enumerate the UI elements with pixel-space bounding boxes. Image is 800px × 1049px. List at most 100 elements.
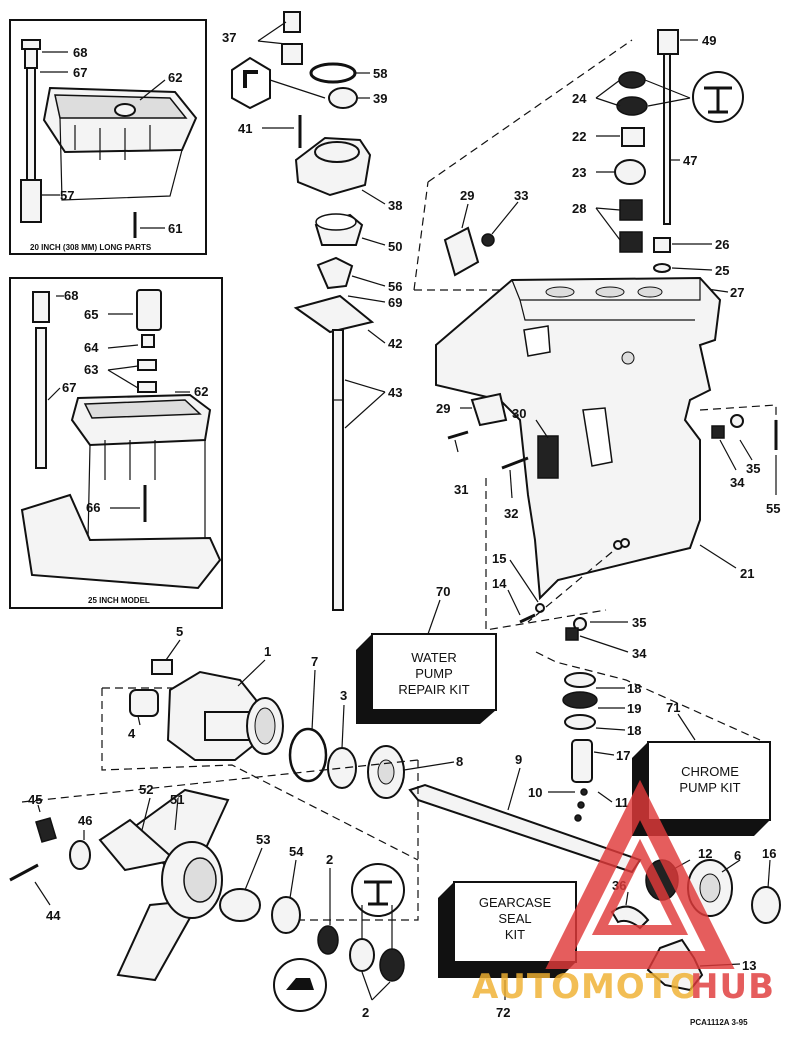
callout-27: 27	[730, 285, 744, 300]
inset-25-caption: 25 INCH MODEL	[88, 596, 150, 605]
inset-20-inch: 68 67 62 57 61 20 INCH (308 MM) LONG PAR…	[9, 19, 207, 255]
callout-57: 57	[60, 188, 74, 203]
callout-52: 52	[139, 782, 153, 797]
callout-66: 66	[86, 500, 100, 515]
callout-65: 65	[84, 307, 98, 322]
water-pump-kit-line3: REPAIR KIT	[398, 682, 469, 697]
callout-33: 33	[514, 188, 528, 203]
callout-2: 2	[326, 852, 333, 867]
pinion-assembly: 18 19 18 17	[535, 651, 761, 783]
gearcase-seal-kit-line2: SEAL	[498, 911, 531, 926]
callout-47: 47	[683, 153, 697, 168]
chrome-pump-kit-box: 71 CHROME PUMP KIT	[632, 700, 771, 836]
callout-32: 32	[504, 506, 518, 521]
callout-62: 62	[168, 70, 182, 85]
callout-2: 2	[362, 1005, 369, 1020]
callout-31: 31	[454, 482, 468, 497]
callout-46: 46	[78, 813, 92, 828]
callout-49: 49	[702, 33, 716, 48]
callout-25: 25	[715, 263, 729, 278]
callout-51: 51	[170, 792, 184, 807]
callout-71: 71	[666, 700, 680, 715]
callout-69: 69	[388, 295, 402, 310]
callout-72: 72	[496, 1005, 510, 1020]
callout-14: 14	[492, 576, 507, 591]
inset-20-caption: 20 INCH (308 MM) LONG PARTS	[30, 243, 152, 252]
callout-11: 11	[615, 795, 629, 810]
callout-38: 38	[388, 198, 402, 213]
callout-29: 29	[460, 188, 474, 203]
callout-64: 64	[84, 340, 99, 355]
callout-17: 17	[616, 748, 630, 763]
callout-39: 39	[373, 91, 387, 106]
callout-34: 34	[730, 475, 745, 490]
callout-56: 56	[388, 279, 402, 294]
callout-18: 18	[627, 681, 641, 696]
callout-1: 1	[264, 644, 271, 659]
callout-44: 44	[46, 908, 61, 923]
callout-6: 6	[734, 848, 741, 863]
callout-54: 54	[289, 844, 304, 859]
callout-19: 19	[627, 701, 641, 716]
callout-67: 67	[73, 65, 87, 80]
callout-53: 53	[256, 832, 270, 847]
callout-30: 30	[512, 406, 526, 421]
callout-70: 70	[436, 584, 450, 599]
gearcase-housing: 29 30 31 32 35 34 55 21 15 14 35 34	[413, 39, 780, 661]
callout-3: 3	[340, 688, 347, 703]
callout-24: 24	[572, 91, 587, 106]
callout-7: 7	[311, 654, 318, 669]
callout-15: 15	[492, 551, 506, 566]
callout-21: 21	[740, 566, 754, 581]
inset-25-inch: 68 65 64 63 67 62 66 25 INCH MODEL	[9, 277, 223, 609]
chrome-pump-kit-line1: CHROME	[681, 764, 739, 779]
propeller-assembly: 45 46 52 51 44 53 54 2 2	[9, 759, 419, 1020]
watermark-brand-right: HUB	[690, 967, 775, 1007]
callout-35: 35	[746, 461, 760, 476]
callout-43: 43	[388, 385, 402, 400]
callout-61: 61	[168, 221, 182, 236]
callout-41: 41	[238, 121, 252, 136]
callout-13: 13	[742, 958, 756, 973]
callout-16: 16	[762, 846, 776, 861]
callout-18: 18	[627, 723, 641, 738]
callout-12: 12	[698, 846, 712, 861]
gearcase-seal-kit-box: GEARCASE SEAL KIT 72	[438, 881, 577, 1020]
callout-9: 9	[515, 752, 522, 767]
gearcase-seal-kit-line3: KIT	[505, 927, 525, 942]
callout-42: 42	[388, 336, 402, 351]
callout-50: 50	[388, 239, 402, 254]
callout-26: 26	[715, 237, 729, 252]
figure-code: PCA1112A 3-95	[690, 1018, 748, 1027]
callout-23: 23	[572, 165, 586, 180]
callout-67: 67	[62, 380, 76, 395]
water-pump-kit-line1: WATER	[411, 650, 457, 665]
callout-22: 22	[572, 129, 586, 144]
water-pump-kit-line2: PUMP	[415, 666, 453, 681]
callout-37: 37	[222, 30, 236, 45]
callout-4: 4	[128, 726, 136, 741]
callout-28: 28	[572, 201, 586, 216]
watermark-brand-left: AUTOMOTO	[472, 967, 700, 1007]
callout-58: 58	[373, 66, 387, 81]
callout-68: 68	[64, 288, 78, 303]
automotohub-watermark: AUTOMOTO HUB	[472, 779, 775, 1007]
callout-45: 45	[28, 792, 42, 807]
callout-29: 29	[436, 401, 450, 416]
water-pump-assembly: 37 58 39 41 38 50 56 69 42 43	[222, 11, 402, 611]
shift-rod-assembly: 49 24 22 47 23 28 26 25 27 29 33	[443, 29, 744, 300]
callout-62: 62	[194, 384, 208, 399]
propeller-shaft: 9 10 11	[408, 752, 642, 874]
callout-55: 55	[766, 501, 780, 516]
callout-34: 34	[632, 646, 647, 661]
chrome-pump-kit-line2: PUMP KIT	[679, 780, 740, 795]
callout-8: 8	[456, 754, 463, 769]
callout-68: 68	[73, 45, 87, 60]
gearcase-seal-kit-line1: GEARCASE	[479, 895, 552, 910]
water-pump-repair-kit-box: 70 WATER PUMP REPAIR KIT	[356, 584, 497, 724]
callout-35: 35	[632, 615, 646, 630]
bearing-housing-assembly: 5 1 7 4 3 8	[101, 624, 463, 861]
callout-63: 63	[84, 362, 98, 377]
callout-5: 5	[176, 624, 183, 639]
